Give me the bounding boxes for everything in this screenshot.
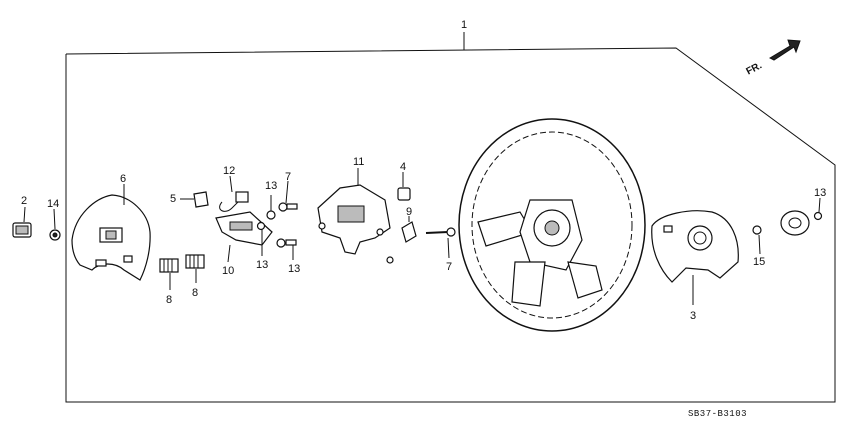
- screw-part-b: [256, 221, 266, 256]
- callout-13b: 13: [256, 259, 268, 271]
- callout-13a: 13: [265, 180, 277, 192]
- bolt-part-7a: [278, 180, 298, 212]
- callout-7b: 7: [446, 261, 452, 273]
- emblem-part: [12, 206, 32, 238]
- callout-13d: 13: [814, 187, 826, 199]
- callout-11: 11: [353, 156, 364, 168]
- screw-part-a: [266, 195, 276, 220]
- callout-3: 3: [690, 310, 696, 322]
- spring-part-left: [159, 258, 179, 290]
- diagram-code: SB37-B3103: [688, 409, 747, 419]
- bracket-plate-part: [317, 168, 391, 255]
- callout-6: 6: [120, 173, 126, 185]
- callout-13c: 13: [288, 263, 300, 275]
- nut-part: [49, 208, 61, 241]
- callout-14: 14: [47, 198, 59, 210]
- callout-4: 4: [400, 161, 406, 173]
- spring-part-right: [185, 254, 205, 283]
- callout-labels: 1 2 3 4 5 6 7 7 8 8 9 10 11 12 13 13 13 …: [21, 19, 826, 322]
- spacer-part: [397, 172, 411, 201]
- front-direction-arrow: FR.: [744, 39, 801, 78]
- callout-5: 5: [170, 193, 176, 205]
- collar-ring-part: [780, 210, 810, 236]
- horn-pad-part: [71, 184, 151, 281]
- callout-2: 2: [21, 195, 27, 207]
- rear-cover-part: [651, 210, 739, 305]
- callout-7a: 7: [285, 171, 291, 183]
- callout-8b: 8: [192, 287, 198, 299]
- screw-part-d: [813, 197, 823, 221]
- assembly-boundary: [65, 32, 836, 403]
- horn-switch-harness: [215, 175, 273, 263]
- callout-15: 15: [753, 256, 765, 268]
- callout-10: 10: [222, 265, 234, 277]
- callout-9: 9: [406, 206, 412, 218]
- screw-part-15: [752, 225, 762, 255]
- bolt-part-7b: [425, 227, 456, 259]
- clip-part: [180, 191, 209, 208]
- cancel-switch-part: [386, 216, 417, 264]
- steering-wheel: [458, 118, 646, 332]
- front-direction-label: FR.: [744, 60, 764, 77]
- callout-1: 1: [461, 19, 467, 31]
- screw-part-c: [276, 238, 297, 260]
- callout-8a: 8: [166, 294, 172, 306]
- callout-12: 12: [223, 165, 235, 177]
